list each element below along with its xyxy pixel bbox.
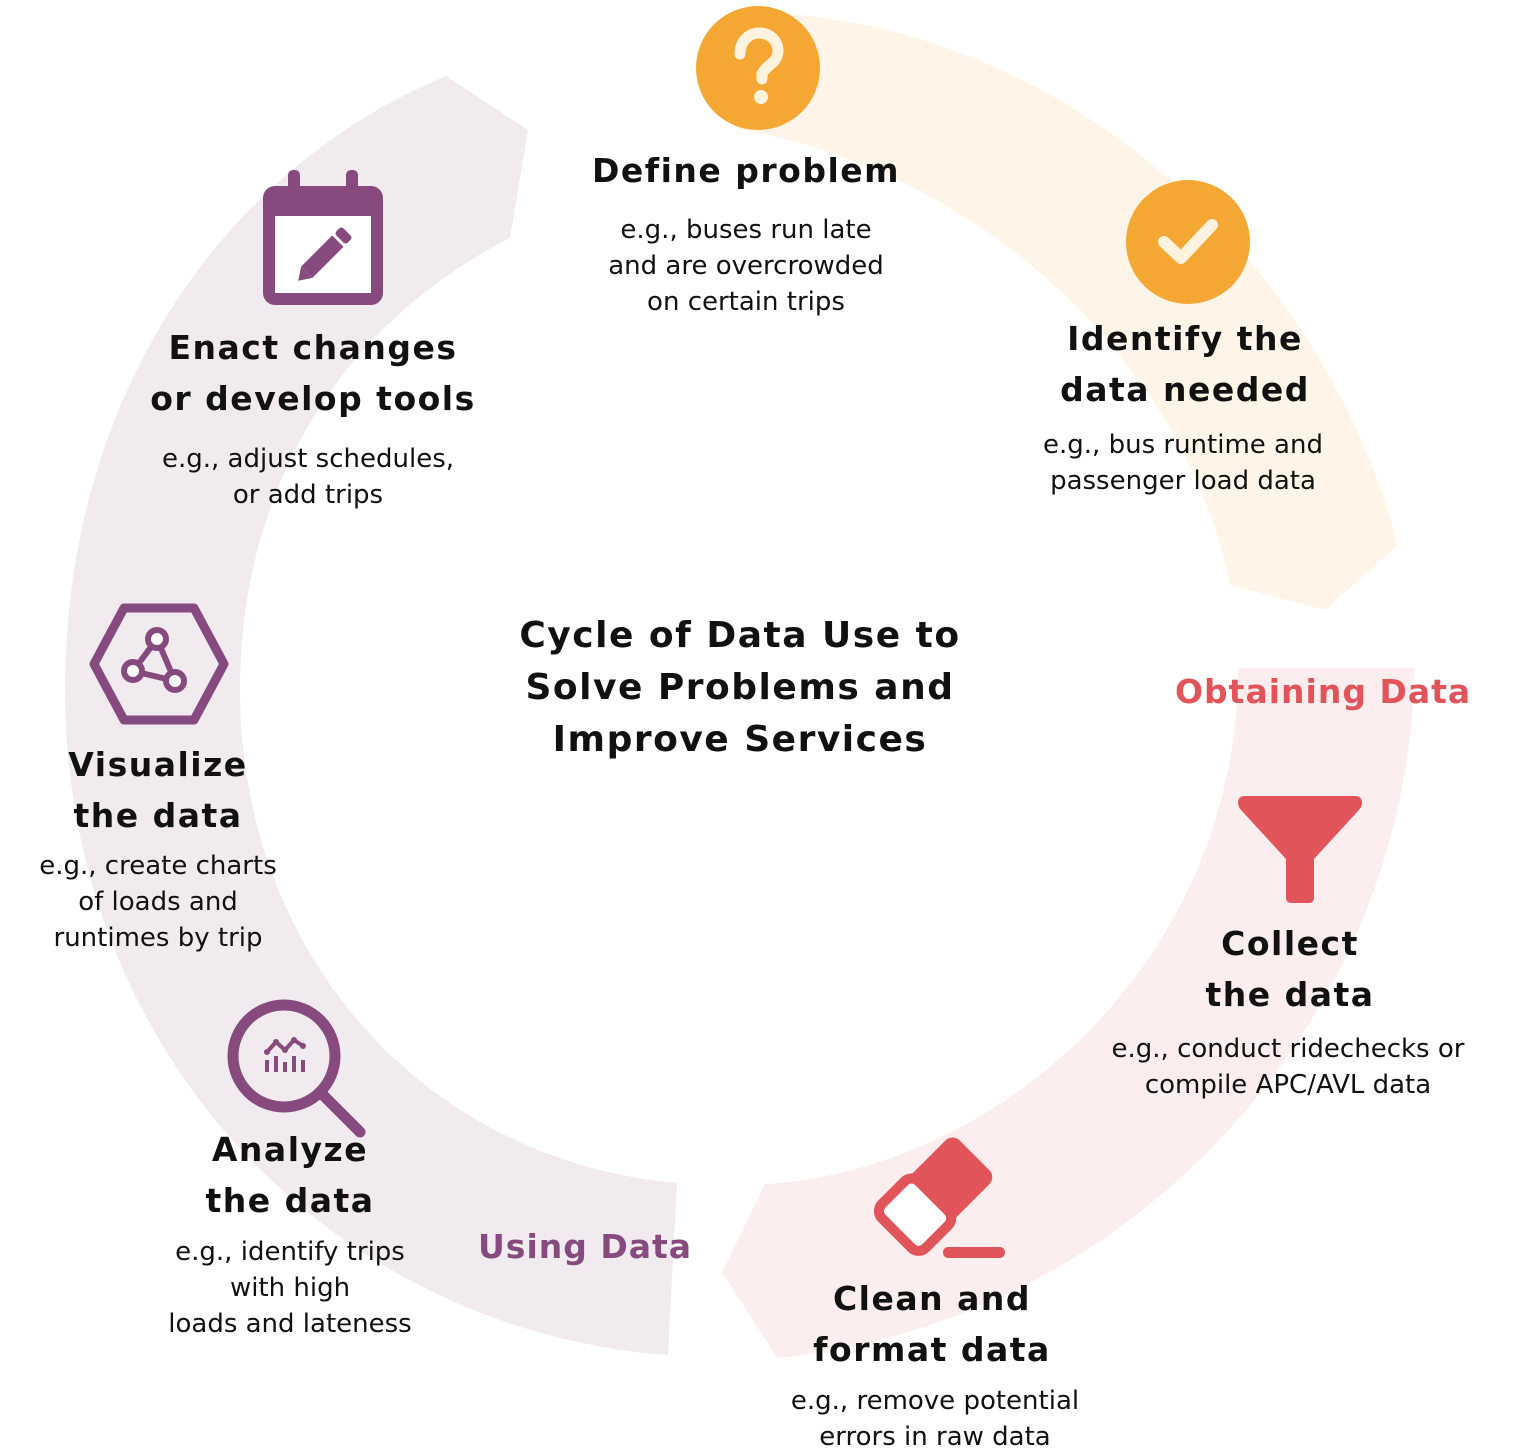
orange-band <box>735 11 1398 610</box>
hexagon-network-icon <box>89 603 229 725</box>
title-line: Cycle of Data Use to <box>519 615 961 656</box>
desc-line: e.g., bus runtime and <box>1043 430 1323 460</box>
step-heading-visualize: Visualize the data <box>8 739 308 841</box>
phase-label-using: Using Data <box>478 1227 693 1266</box>
desc-line: errors in raw data <box>819 1422 1051 1452</box>
eraser-icon <box>873 1137 1005 1258</box>
desc-line: or add trips <box>232 480 384 510</box>
step-heading-identify: Identify the data needed <box>985 313 1385 415</box>
checkmark-icon <box>1126 180 1250 304</box>
step-heading-clean: Clean and format data <box>732 1273 1132 1375</box>
step-desc-enact: e.g., adjust schedules, or add trips <box>98 441 518 513</box>
desc-line: runtimes by trip <box>53 923 263 953</box>
step-desc-visualize: e.g., create charts of loads and runtime… <box>0 848 316 956</box>
heading-line: the data <box>1205 975 1375 1014</box>
desc-line: passenger load data <box>1050 466 1316 496</box>
magnifier-chart-icon <box>227 999 366 1138</box>
desc-line: on certain trips <box>647 287 845 317</box>
heading-line: the data <box>73 796 243 835</box>
desc-line: loads and lateness <box>168 1309 412 1339</box>
heading-line: Define problem <box>591 151 901 190</box>
heading-line: data needed <box>1060 370 1310 409</box>
desc-line: e.g., buses run late <box>620 215 872 245</box>
step-desc-analyze: e.g., identify trips with high loads and… <box>110 1234 470 1342</box>
title-line: Improve Services <box>552 719 928 760</box>
title-line: Solve Problems and <box>525 667 955 708</box>
desc-line: e.g., adjust schedules, <box>161 444 455 474</box>
question-mark-icon <box>696 6 820 130</box>
step-heading-analyze: Analyze the data <box>140 1124 440 1226</box>
desc-line: e.g., remove potential <box>790 1386 1080 1416</box>
diagram-title: Cycle of Data Use to Solve Problems and … <box>440 610 1040 766</box>
heading-line: Analyze <box>211 1130 369 1169</box>
phase-label-obtaining: Obtaining Data <box>1175 672 1472 711</box>
step-desc-clean: e.g., remove potential errors in raw dat… <box>735 1383 1135 1455</box>
heading-line: Enact changes <box>168 328 458 367</box>
desc-line: e.g., conduct ridechecks or <box>1111 1034 1465 1064</box>
funnel-icon <box>1238 796 1362 903</box>
step-heading-enact: Enact changes or develop tools <box>113 322 513 424</box>
heading-line: Collect <box>1221 924 1359 963</box>
heading-line: Visualize <box>68 745 248 784</box>
step-desc-collect: e.g., conduct ridechecks or compile APC/… <box>1062 1031 1514 1103</box>
desc-line: with high <box>229 1273 351 1303</box>
purple-band <box>65 76 677 1355</box>
desc-line: and are overcrowded <box>608 251 884 281</box>
heading-line: format data <box>813 1330 1051 1369</box>
heading-line: Clean and <box>832 1279 1032 1318</box>
desc-line: of loads and <box>78 887 238 917</box>
heading-line: Identify the <box>1067 319 1303 358</box>
desc-line: compile APC/AVL data <box>1144 1070 1432 1100</box>
calendar-edit-icon <box>263 170 383 305</box>
desc-line: e.g., identify trips <box>175 1237 405 1267</box>
step-desc-identify: e.g., bus runtime and passenger load dat… <box>968 427 1398 499</box>
desc-line: e.g., create charts <box>39 851 277 881</box>
step-desc-define: e.g., buses run late and are overcrowded… <box>546 212 946 320</box>
heading-line: or develop tools <box>150 379 476 418</box>
step-heading-collect: Collect the data <box>1090 918 1490 1020</box>
heading-line: the data <box>205 1181 375 1220</box>
step-heading-define: Define problem <box>546 145 946 196</box>
